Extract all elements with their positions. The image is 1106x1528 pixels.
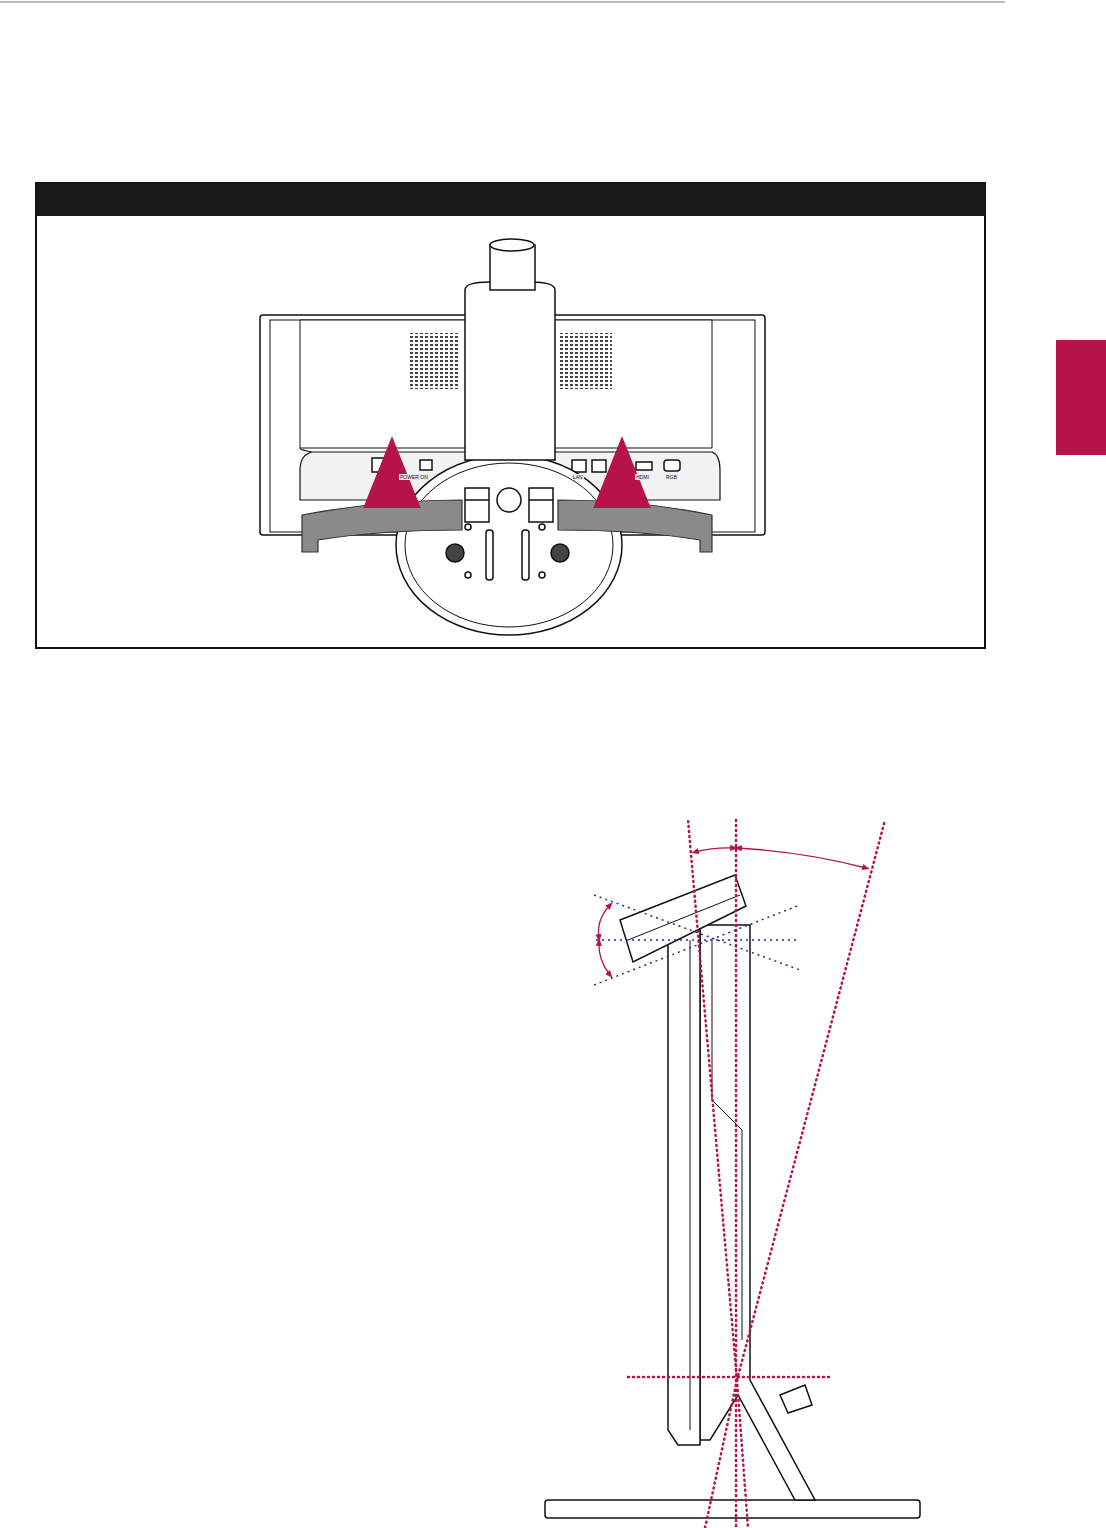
insert-arrow (392, 472, 622, 500)
port-label: RGB (665, 474, 678, 480)
port-label: POWER ON (399, 474, 429, 480)
port-label: HDMI (635, 474, 650, 480)
section-tab (1056, 340, 1106, 455)
tilt-angle-lines (628, 820, 885, 1528)
figure-frame (36, 183, 985, 648)
port-label: LAN (572, 474, 584, 480)
cable-cover (302, 500, 712, 552)
figure-header (36, 183, 985, 216)
camera-tilt-lines (594, 895, 800, 985)
page-rule (0, 2, 1005, 3)
angle-arc (598, 848, 866, 975)
monitor-side (545, 875, 920, 1518)
stand-back (396, 239, 622, 635)
